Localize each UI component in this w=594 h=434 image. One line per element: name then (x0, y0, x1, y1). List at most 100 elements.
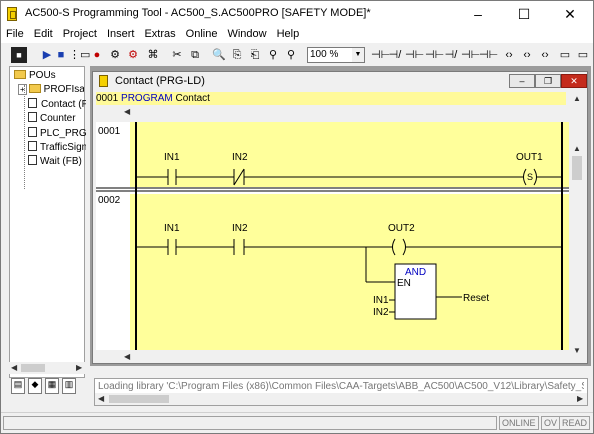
editor-close-button[interactable]: ✕ (561, 74, 587, 88)
find-next-icon[interactable]: ⚲ (268, 49, 278, 61)
menu-insert[interactable]: Insert (106, 28, 135, 40)
tree-item-plc-prg[interactable]: PLC_PRG (28, 127, 86, 140)
tree-item-profisafe[interactable]: + PROFIsafe (18, 83, 84, 96)
parallel-contact-icon[interactable]: ⊣⊢ (405, 49, 425, 61)
menu-help[interactable]: Help (276, 28, 300, 40)
paste-icon[interactable]: ⎘ (232, 49, 242, 61)
minimize-button[interactable]: – (474, 6, 482, 22)
jump-icon[interactable]: ▭ (577, 49, 589, 61)
close-button[interactable]: ✕ (564, 6, 576, 22)
logout-icon[interactable]: ⚙ (128, 49, 138, 61)
tree-item-label: PROFIsafe (43, 84, 84, 95)
run-icon[interactable]: ▶ (42, 49, 52, 61)
scroll-up-icon[interactable]: ▲ (573, 94, 581, 103)
menu-window[interactable]: Window (227, 28, 267, 40)
program-keyword: PROGRAM (121, 93, 173, 104)
declaration-horizontal-scrollbar[interactable]: ◀ (96, 106, 566, 118)
function-block-icon[interactable]: ▭ (559, 49, 571, 61)
and-block-name: AND (405, 267, 426, 278)
contact-label-in2: IN2 (232, 152, 248, 163)
scroll-thumb[interactable] (572, 156, 582, 180)
menu-bar: File Edit Project Insert Extras Online Window H… (1, 27, 593, 43)
stop-icon[interactable]: ■ (57, 49, 65, 61)
coil-icon[interactable]: ‹› (505, 49, 513, 61)
line-number: 0001 (96, 93, 119, 104)
reset-coil-icon[interactable]: ‹› (541, 49, 549, 61)
scroll-right-icon[interactable]: ▶ (577, 394, 584, 403)
menu-project[interactable]: Project (62, 28, 97, 40)
find-icon[interactable]: 🔍 (212, 49, 226, 61)
program-name: Contact (175, 93, 210, 104)
tree-item-wait[interactable]: Wait (FB) (28, 155, 86, 168)
cut-icon[interactable]: ✂ (172, 49, 182, 61)
parallel-negated-icon[interactable]: ⊣⊢ (479, 49, 499, 61)
scroll-up-icon[interactable]: ▲ (573, 144, 581, 153)
negated-contact-icon[interactable]: ⊣/⊢ (444, 49, 458, 77)
tab-pous-icon[interactable]: ▤ (11, 378, 25, 394)
menu-file[interactable]: File (6, 28, 24, 40)
set-coil-icon[interactable]: ‹› (523, 49, 531, 61)
coil-set-type: S (527, 172, 533, 182)
breakpoint-icon[interactable]: ● (93, 49, 101, 61)
tree-connector (24, 85, 25, 189)
tree-item-trafficsignal[interactable]: TrafficSignal (28, 141, 86, 154)
menu-extras[interactable]: Extras (144, 28, 176, 40)
debug-icon[interactable]: ⌘ (147, 49, 159, 61)
message-text: Loading library 'C:\Program Files (x86)\… (98, 381, 584, 392)
editor-restore-button[interactable]: ❐ (535, 74, 561, 88)
and-block-en: EN (397, 278, 411, 289)
scroll-thumb[interactable] (21, 364, 45, 372)
declaration-editor[interactable]: 0001 PROGRAM Contact (96, 92, 566, 105)
scroll-right-icon[interactable]: ▶ (76, 363, 83, 372)
message-horizontal-scrollbar[interactable]: ◀ ▶ (95, 393, 587, 405)
login-icon[interactable]: ⚙ (110, 49, 120, 61)
copy-icon[interactable]: ⧉ (191, 49, 199, 61)
diagram-horizontal-scrollbar[interactable]: ◀ (96, 351, 569, 363)
find-replace-icon[interactable]: ⚲ (286, 49, 296, 61)
editor-title-bar: Contact (PRG-LD) – ❐ ✕ (93, 72, 587, 90)
negated-contact-icon[interactable]: ⊣/⊢ (388, 49, 402, 77)
tab-visualizations-icon[interactable]: ▦ (45, 378, 59, 394)
editor-minimize-button[interactable]: – (509, 74, 535, 88)
tree-horizontal-scrollbar[interactable]: ◀ ▶ (9, 362, 85, 374)
save-icon[interactable]: ■ (11, 47, 27, 63)
editor-vertical-scrollbar[interactable]: ▲ ▲ ▼ (569, 92, 585, 358)
ladder-diagram[interactable]: 0001 0002 IN1 IN2 OUT1 S (96, 122, 569, 350)
scroll-left-icon[interactable]: ◀ (124, 352, 131, 361)
maximize-button[interactable]: ☐ (517, 6, 531, 22)
tree-item-label: TrafficSignal (40, 142, 86, 153)
step-icon[interactable]: ⋮▭ (69, 49, 91, 61)
replace-icon[interactable]: ⎗ (250, 49, 260, 61)
and-block-output-reset: Reset (463, 293, 489, 304)
app-icon (7, 7, 17, 21)
scroll-thumb[interactable] (109, 395, 169, 403)
folder-icon (28, 84, 41, 93)
parallel-contact-icon[interactable]: ⊣⊢ (461, 49, 481, 61)
and-block-input-in1: IN1 (373, 295, 389, 306)
tab-datatypes-icon[interactable]: ◆ (28, 378, 42, 394)
editor-title: Contact (PRG-LD) (115, 75, 205, 87)
menu-edit[interactable]: Edit (33, 28, 53, 40)
mdi-workspace: Contact (PRG-LD) – ❐ ✕ 0001 PROGRAM Cont… (90, 66, 591, 366)
contact-icon[interactable]: ⊣⊢ (371, 49, 391, 61)
toolbar: ■ ▶ ■ ⋮▭ ● ⚙ ⚙ ⌘ ✂ ⧉ 🔍 ⎘ ⎗ ⚲ ⚲ 100 %▼ ⊣⊢… (1, 44, 593, 77)
scroll-left-icon[interactable]: ◀ (124, 107, 131, 116)
menu-online[interactable]: Online (185, 28, 218, 40)
contact-label-in1: IN1 (164, 152, 180, 163)
status-ov: OV (541, 416, 561, 430)
scroll-left-icon[interactable]: ◀ (11, 363, 18, 372)
tree-item-counter[interactable]: Counter (28, 112, 86, 125)
tree-root[interactable]: POUs (14, 69, 56, 82)
fbd-document-icon (28, 141, 37, 151)
tab-resources-icon[interactable]: ▥ (62, 378, 76, 394)
tree-item-contact[interactable]: Contact (PRG-LD) (28, 98, 86, 111)
scroll-down-icon[interactable]: ▼ (573, 346, 581, 355)
and-block-input-in2: IN2 (373, 307, 389, 318)
zoom-select[interactable]: 100 %▼ (307, 47, 365, 63)
expand-icon: + (18, 84, 27, 95)
coil-label-out1: OUT1 (516, 152, 543, 163)
contact-icon[interactable]: ⊣⊢ (425, 49, 445, 61)
scroll-left-icon[interactable]: ◀ (98, 394, 105, 403)
tree-item-label: PLC_PRG (40, 128, 86, 139)
